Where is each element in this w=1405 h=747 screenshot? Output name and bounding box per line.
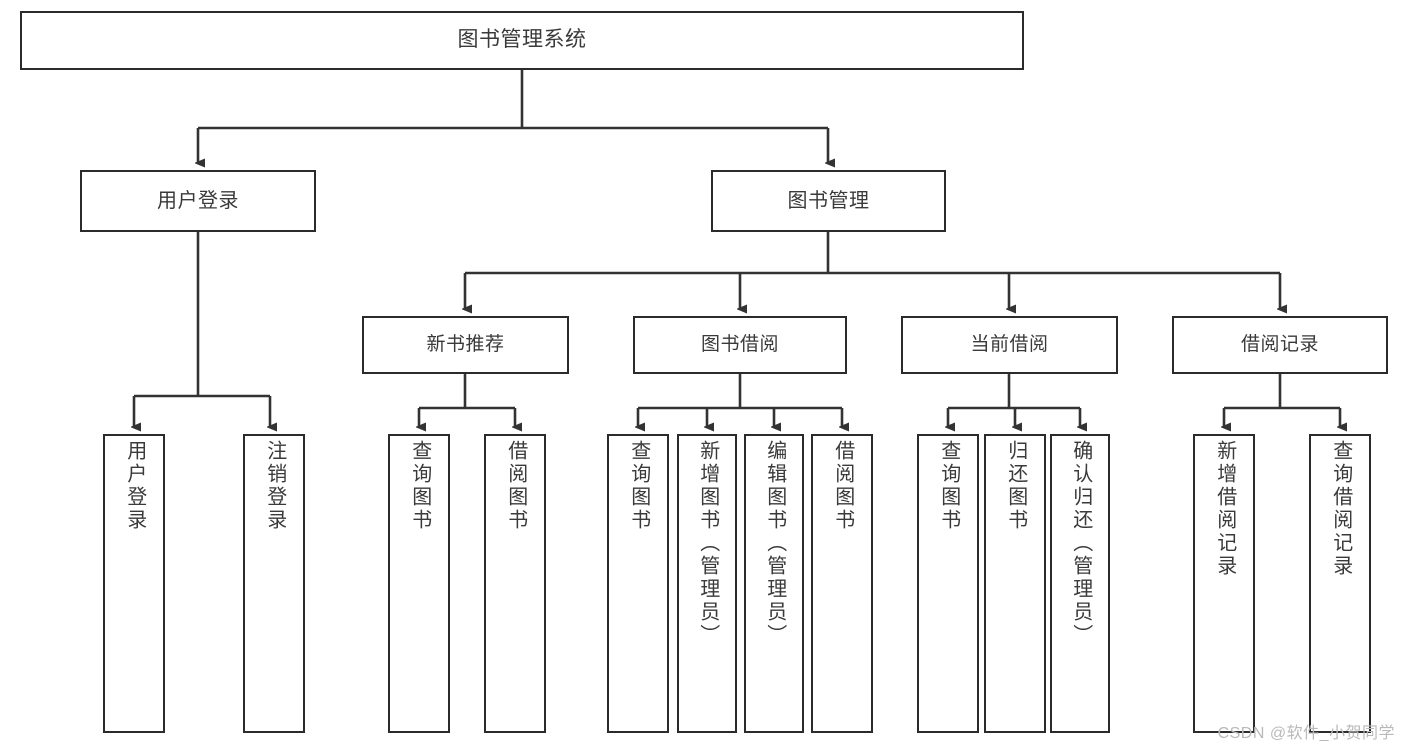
node-new-book-rec-label: 新书推荐 — [426, 334, 505, 356]
node-book-manage[interactable]: 图书管理 — [711, 170, 946, 232]
node-leaf-borrow-book-1-label: 借阅图书 — [504, 440, 527, 532]
node-leaf-query-record[interactable]: 查询借阅记录 — [1309, 434, 1371, 733]
node-current-borrow-label: 当前借阅 — [970, 334, 1049, 356]
node-leaf-add-book-label: 新增图书（管理员） — [696, 440, 719, 647]
node-book-borrow[interactable]: 图书借阅 — [633, 316, 847, 374]
node-leaf-query-book-2[interactable]: 查询图书 — [607, 434, 669, 733]
node-leaf-query-book-2-label: 查询图书 — [627, 440, 650, 532]
node-leaf-add-book[interactable]: 新增图书（管理员） — [677, 434, 737, 733]
node-leaf-add-record[interactable]: 新增借阅记录 — [1193, 434, 1255, 733]
node-leaf-query-record-label: 查询借阅记录 — [1329, 440, 1352, 578]
node-book-borrow-label: 图书借阅 — [700, 334, 779, 356]
node-root[interactable]: 图书管理系统 — [20, 11, 1024, 70]
node-leaf-edit-book[interactable]: 编辑图书（管理员） — [744, 434, 804, 733]
node-leaf-borrow-book-2[interactable]: 借阅图书 — [811, 434, 873, 733]
node-leaf-edit-book-label: 编辑图书（管理员） — [763, 440, 786, 647]
node-leaf-add-record-label: 新增借阅记录 — [1213, 440, 1236, 578]
node-root-label: 图书管理系统 — [457, 28, 587, 52]
node-current-borrow[interactable]: 当前借阅 — [901, 316, 1118, 374]
node-leaf-query-book-3[interactable]: 查询图书 — [917, 434, 979, 733]
node-leaf-user-login-label: 用户登录 — [123, 440, 146, 532]
node-leaf-return-book[interactable]: 归还图书 — [984, 434, 1046, 733]
node-leaf-user-login[interactable]: 用户登录 — [103, 434, 165, 733]
node-book-manage-label: 图书管理 — [787, 189, 870, 212]
node-leaf-query-book-1-label: 查询图书 — [408, 440, 431, 532]
node-leaf-query-book-3-label: 查询图书 — [937, 440, 960, 532]
node-user-login[interactable]: 用户登录 — [80, 170, 316, 232]
node-leaf-user-logout[interactable]: 注销登录 — [243, 434, 305, 733]
node-leaf-confirm-return[interactable]: 确认归还（管理员） — [1050, 434, 1110, 733]
node-leaf-query-book-1[interactable]: 查询图书 — [388, 434, 450, 733]
node-leaf-borrow-book-1[interactable]: 借阅图书 — [484, 434, 546, 733]
node-leaf-user-logout-label: 注销登录 — [263, 440, 286, 532]
node-user-login-label: 用户登录 — [157, 189, 239, 212]
node-leaf-borrow-book-2-label: 借阅图书 — [831, 440, 854, 532]
node-new-book-rec[interactable]: 新书推荐 — [362, 316, 569, 374]
node-borrow-record[interactable]: 借阅记录 — [1172, 316, 1388, 374]
node-borrow-record-label: 借阅记录 — [1240, 334, 1319, 356]
node-leaf-confirm-return-label: 确认归还（管理员） — [1069, 440, 1092, 647]
node-leaf-return-book-label: 归还图书 — [1004, 440, 1027, 532]
